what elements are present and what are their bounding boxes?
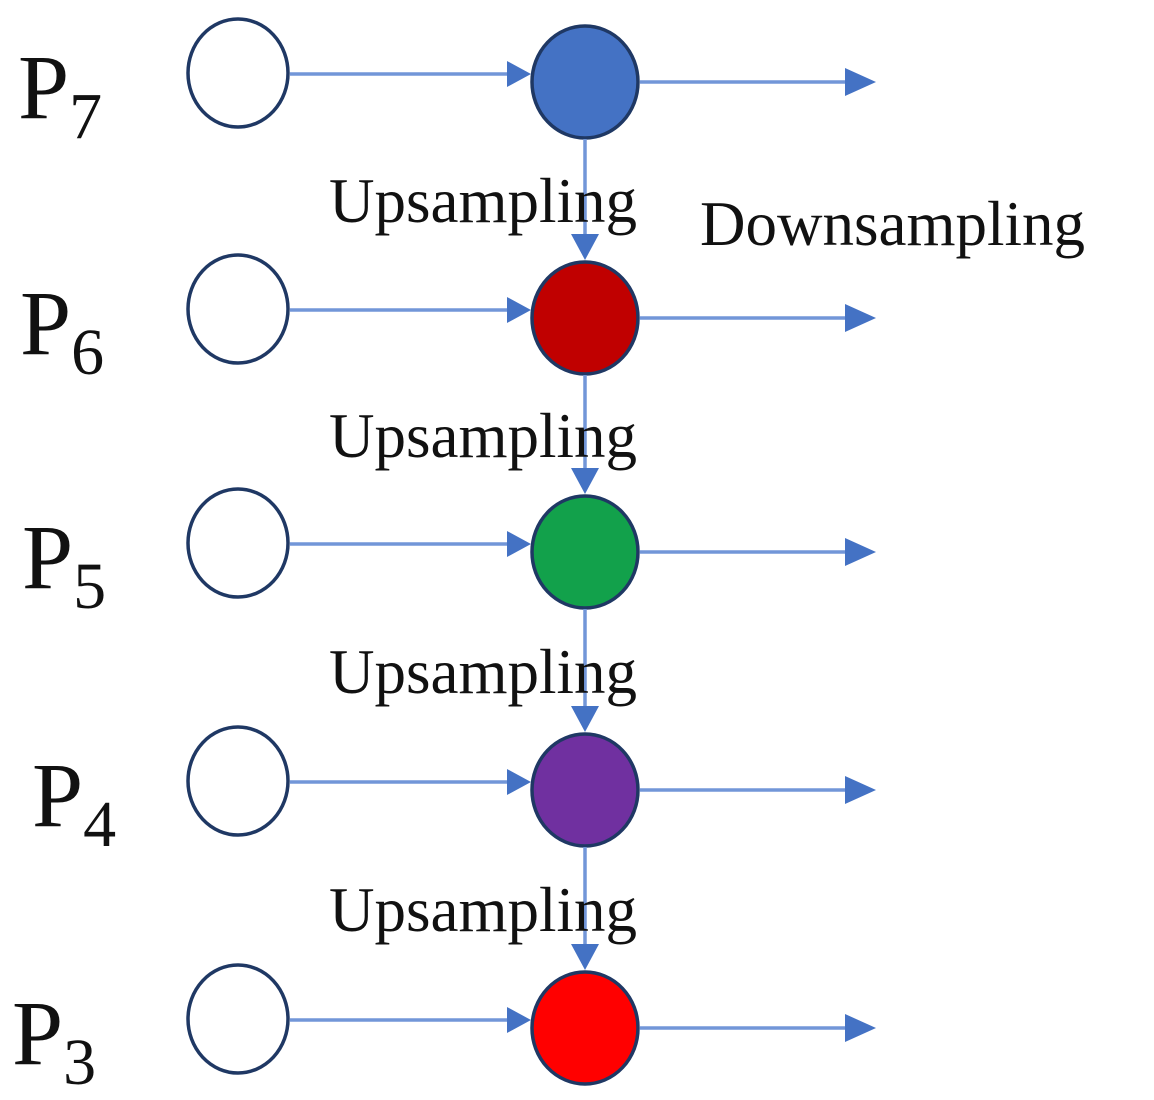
upsampling-arrow-p5-head — [571, 706, 599, 732]
upsampling-arrow-p4-head — [571, 944, 599, 970]
lateral-arrow-p3-head — [507, 1007, 531, 1033]
level-label-p5: P5 — [22, 506, 106, 623]
upsampling-label-4: Upsampling — [329, 875, 637, 945]
level-label-p3: P3 — [12, 982, 96, 1099]
fused-node-p5 — [530, 494, 640, 610]
downsampling-label: Downsampling — [700, 189, 1085, 259]
fused-node-p7 — [530, 24, 640, 140]
lateral-arrow-p6-head — [507, 297, 531, 323]
output-arrow-p6-head — [845, 304, 876, 332]
lateral-arrow-p7-head — [507, 61, 531, 87]
output-arrow-p5-head — [845, 538, 876, 566]
output-arrow-p4-head — [845, 776, 876, 804]
level-label-p7: P7 — [18, 36, 102, 153]
lateral-arrow-p4-head — [507, 769, 531, 795]
upsampling-label-2: Upsampling — [329, 401, 637, 471]
fused-node-p6 — [530, 260, 640, 376]
level-label-p6: P6 — [20, 272, 104, 389]
lateral-arrow-p5-head — [507, 531, 531, 557]
input-node-p5 — [186, 487, 290, 599]
input-node-p6 — [186, 253, 290, 365]
output-arrow-p7-head — [845, 68, 876, 96]
upsampling-arrow-p7-head — [571, 234, 599, 260]
upsampling-arrow-p6-head — [571, 468, 599, 494]
fused-node-p4 — [530, 732, 640, 848]
upsampling-label-3: Upsampling — [329, 637, 637, 707]
upsampling-label-1: Upsampling — [329, 166, 637, 236]
input-node-p3 — [186, 963, 290, 1075]
output-arrow-p3-head — [845, 1014, 876, 1042]
level-label-p4: P4 — [32, 744, 116, 861]
fused-node-p3 — [530, 970, 640, 1086]
input-node-p7 — [186, 17, 290, 129]
input-node-p4 — [186, 725, 290, 837]
